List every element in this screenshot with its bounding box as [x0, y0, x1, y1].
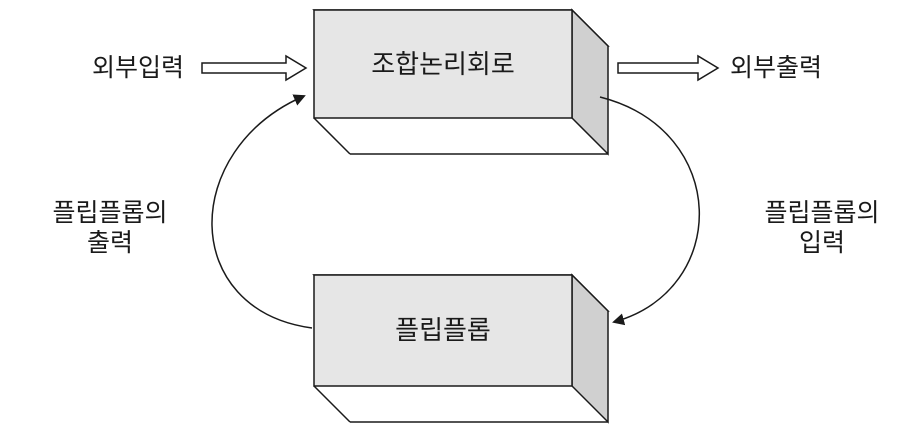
flipflop-input-label-line2: 입력	[798, 228, 845, 257]
flip-flop-box-front	[313, 274, 573, 387]
flip-flop-box	[312, 273, 610, 424]
combinational-logic-label: 조합논리회로	[371, 50, 515, 80]
flipflop-input-curve	[599, 96, 701, 326]
combinational-logic-box-bottom-edge	[313, 117, 351, 155]
flipflop-output-label-line1: 플립플롭의	[52, 198, 168, 227]
flipflop-output-curve	[211, 94, 313, 329]
external-input-arrow	[201, 54, 308, 82]
external-input-label: 외부입력	[92, 53, 185, 82]
flipflop-output-label: 플립플롭의 출력	[30, 198, 190, 258]
flipflop-input-label-line1: 플립플롭의	[764, 198, 880, 227]
external-output-arrow	[617, 54, 720, 82]
flipflop-output-label-line2: 출력	[86, 228, 133, 257]
flip-flop-box-side	[571, 273, 609, 424]
combinational-logic-box	[312, 8, 610, 156]
external-output-label: 외부출력	[730, 53, 823, 82]
flip-flop-box-bottom-edge	[313, 385, 351, 423]
flip-flop-label: 플립플롭	[395, 316, 491, 346]
flipflop-input-label: 플립플롭의 입력	[742, 198, 902, 258]
combinational-logic-box-front	[313, 9, 573, 119]
combinational-logic-box-side	[571, 8, 609, 156]
